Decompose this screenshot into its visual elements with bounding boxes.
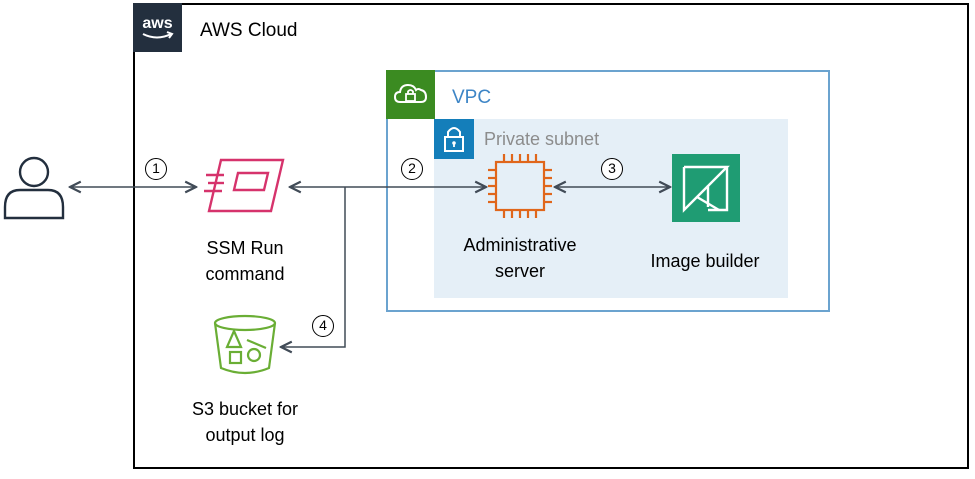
s3-label: S3 bucket for output log [170,396,320,448]
arrow-to-s3 [281,187,346,347]
admin-label-line1: Administrative [463,235,577,255]
step-1-marker: 1 [145,158,167,180]
ssm-label-line1: SSM Run [206,238,284,258]
aws-cloud-boundary [133,3,969,469]
s3-bucket-icon [213,314,277,375]
ssm-run-command-icon [204,158,285,213]
s3-label-line2: output log [205,425,285,445]
svg-text:aws: aws [142,15,172,32]
step-2-marker: 2 [401,158,423,180]
vpc-title: VPC [452,87,492,108]
builder-label-line1: Image builder [650,251,760,271]
step-3-marker: 3 [601,158,623,180]
s3-label-line1: S3 bucket for [191,399,299,419]
aws-logo-icon: aws [133,3,182,52]
ec2-instance-icon [488,154,552,218]
aws-cloud-title: AWS Cloud [200,20,298,41]
admin-label-line2: server [494,261,545,281]
ssm-label: SSM Run command [180,235,310,287]
subnet-lock-icon [434,119,474,159]
user-icon [3,156,65,220]
vpc-cloud-lock-icon [386,70,435,119]
private-subnet-title: Private subnet [484,129,600,149]
image-builder-icon [672,154,740,222]
step-4-marker: 4 [312,315,334,337]
image-builder-label: Image builder [630,248,780,274]
ssm-label-line2: command [205,264,285,284]
admin-server-label: Administrative server [445,232,595,284]
